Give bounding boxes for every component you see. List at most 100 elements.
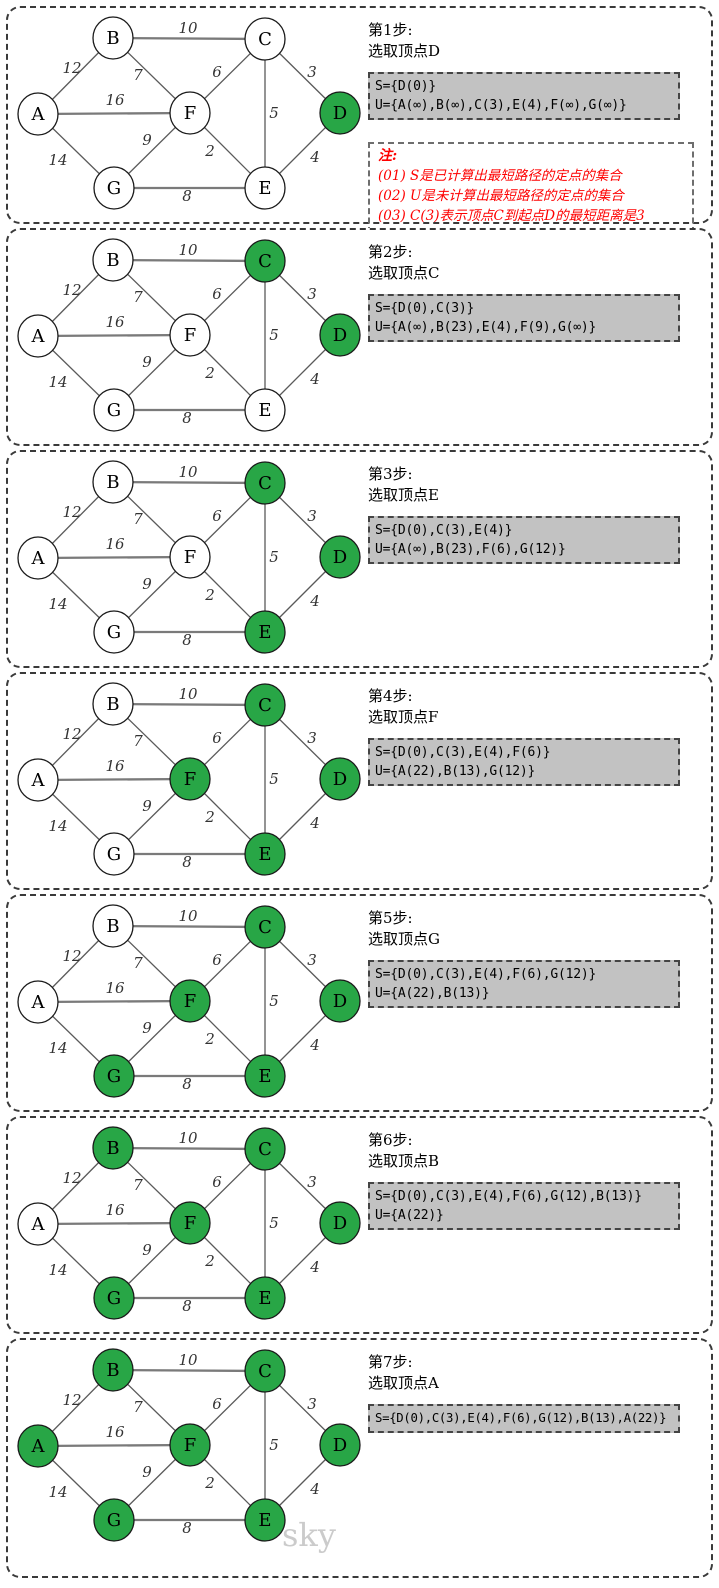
edge-weight-label-F-G: 9: [142, 131, 152, 149]
node-label-F: F: [184, 1435, 197, 1456]
node-A: [17, 92, 59, 136]
edge-weight-label-C-F: 6: [212, 285, 222, 303]
node-label-D: D: [333, 1213, 347, 1234]
node-G: [93, 610, 135, 654]
edge-weight-label-F-G: 9: [142, 1463, 152, 1481]
edge-weight-label-A-G: 14: [48, 1483, 67, 1501]
edge-weight-label-F-G: 9: [142, 353, 152, 371]
edge-weight-label-B-C: 10: [178, 241, 198, 259]
edge-weight-label-A-B: 12: [62, 503, 81, 521]
edge-weight-label-A-F: 16: [105, 1423, 125, 1441]
edge-weight-label-A-F: 16: [105, 979, 125, 997]
node-D: [319, 1201, 361, 1245]
step-title: 第4步:: [368, 687, 413, 705]
s-set-text: S={D(0),C(3),E(4)}: [375, 523, 513, 538]
edge-weight-label-B-F: 7: [133, 66, 143, 84]
edge-weight-label-A-G: 14: [48, 373, 67, 391]
node-label-G: G: [107, 1510, 121, 1531]
step-title: 第2步:: [368, 243, 413, 261]
edge-weight-label-F-E: 2: [204, 1030, 215, 1048]
s-set-text: S={D(0),C(3)}: [375, 301, 475, 316]
node-label-C: C: [258, 917, 272, 938]
node-D: [319, 535, 361, 579]
step-info-column: 第5步: 选取顶点G S={D(0),C(3),E(4),F(6),G(12)}…: [368, 908, 708, 1008]
node-label-D: D: [333, 769, 347, 790]
edge-weight-label-B-C: 10: [178, 19, 198, 37]
node-G: [93, 166, 135, 210]
edge-B-C: [112, 480, 266, 485]
node-label-B: B: [106, 28, 119, 49]
node-label-F: F: [184, 103, 197, 124]
note-line-1: (01) S是已计算出最短路径的定点的集合: [378, 168, 622, 184]
node-G: [93, 1498, 135, 1542]
edge-weight-label-C-D: 3: [307, 951, 317, 969]
edge-weight-label-C-D: 3: [307, 285, 317, 303]
edge-weight-label-A-G: 14: [48, 595, 67, 613]
set-box: S={D(0),C(3)} U={A(∞),B(23),E(4),F(9),G(…: [368, 294, 680, 342]
edge-weight-label-G-E: 8: [182, 187, 192, 205]
edge-weight-label-F-E: 2: [204, 1474, 215, 1492]
node-label-A: A: [31, 1214, 46, 1235]
node-B: [92, 1348, 134, 1392]
node-C: [244, 905, 286, 949]
node-label-B: B: [106, 694, 119, 715]
u-set-text: U={A(22),B(13),G(12)}: [375, 764, 536, 779]
edge-weight-label-C-D: 3: [307, 63, 317, 81]
edge-weight-label-C-E: 5: [269, 1436, 279, 1454]
edge-A-F: [37, 1221, 191, 1226]
edge-weight-label-B-C: 10: [178, 1351, 198, 1369]
node-label-G: G: [107, 178, 121, 199]
step-subtitle: 选取顶点B: [368, 1152, 440, 1170]
u-set-text: U={A(∞),B(23),E(4),F(9),G(∞)}: [375, 320, 597, 335]
edge-B-C: [112, 924, 266, 929]
edge-weight-label-C-D: 3: [307, 729, 317, 747]
edge-weight-label-D-E: 4: [309, 1480, 320, 1498]
edge-weight-label-A-B: 12: [62, 947, 81, 965]
edge-weight-label-A-B: 12: [62, 1391, 81, 1409]
edge-weight-label-C-E: 5: [269, 770, 279, 788]
edge-weight-label-C-F: 6: [212, 729, 222, 747]
node-C: [244, 1127, 286, 1171]
node-A: [17, 314, 59, 358]
set-box: S={D(0),C(3),E(4),F(6),G(12)} U={A(22),B…: [368, 960, 680, 1008]
edge-B-C: [112, 258, 266, 263]
edge-weight-label-D-E: 4: [309, 148, 320, 166]
step-info-column: 第4步: 选取顶点F S={D(0),C(3),E(4),F(6)} U={A(…: [368, 686, 708, 786]
step-title: 第7步:: [368, 1353, 413, 1371]
edge-weight-label-D-E: 4: [309, 814, 320, 832]
s-set-text: S={D(0),C(3),E(4),F(6),G(12),B(13),A(22)…: [375, 1411, 667, 1425]
edge-weight-label-C-F: 6: [212, 507, 222, 525]
node-F: [169, 1201, 211, 1245]
step-info-column: 第2步: 选取顶点C S={D(0),C(3)} U={A(∞),B(23),E…: [368, 242, 708, 342]
edge-B-C: [112, 36, 266, 41]
edge-weight-label-D-E: 4: [309, 1258, 320, 1276]
node-label-D: D: [333, 991, 347, 1012]
edge-weight-label-G-E: 8: [182, 1075, 192, 1093]
step-info-column: 第1步: 选取顶点D S={D(0)} U={A(∞),B(∞),C(3),E(…: [368, 20, 708, 233]
edge-weight-label-F-E: 2: [204, 364, 215, 382]
edge-weight-label-B-F: 7: [133, 1176, 143, 1194]
node-C: [244, 239, 286, 283]
node-label-B: B: [106, 1138, 119, 1159]
node-B: [92, 16, 134, 60]
set-box: S={D(0),C(3),E(4),F(6)} U={A(22),B(13),G…: [368, 738, 680, 786]
edge-weight-label-A-F: 16: [105, 757, 125, 775]
node-label-C: C: [258, 29, 272, 50]
node-label-A: A: [31, 548, 46, 569]
edge-weight-label-A-F: 16: [105, 1201, 125, 1219]
node-C: [244, 17, 286, 61]
edge-weight-label-F-E: 2: [204, 808, 215, 826]
edge-weight-label-A-G: 14: [48, 151, 67, 169]
step-title: 第1步:: [368, 21, 413, 39]
node-D: [319, 979, 361, 1023]
edge-A-F: [37, 777, 191, 782]
